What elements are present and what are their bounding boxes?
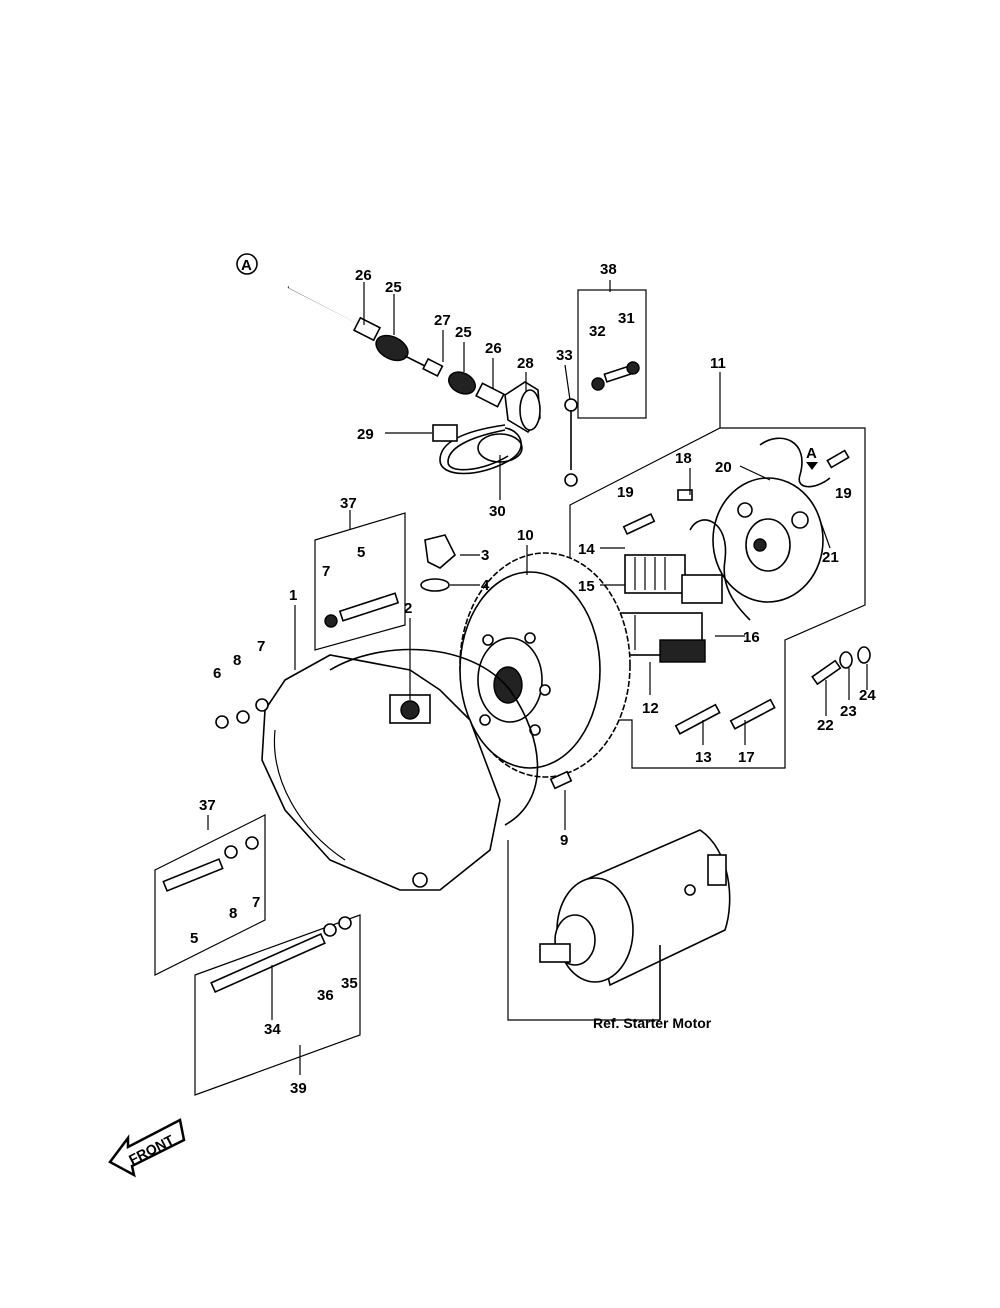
label-38: 38 — [600, 261, 617, 278]
label-9: 9 — [560, 832, 568, 849]
label-13: 13 — [695, 749, 712, 766]
label-18: 18 — [675, 450, 692, 467]
label-24: 24 — [859, 687, 876, 704]
label-33: 33 — [556, 347, 573, 364]
label-8: 8 — [229, 905, 237, 922]
label-7: 7 — [322, 563, 330, 580]
label-32: 32 — [589, 323, 606, 340]
label-15: 15 — [578, 578, 595, 595]
ref-starter-motor-caption: Ref. Starter Motor — [593, 1015, 712, 1031]
label-19: 19 — [835, 485, 852, 502]
stator-assembly-box — [569, 427, 871, 769]
label-34: 34 — [264, 1021, 281, 1038]
label-37: 37 — [199, 797, 216, 814]
label-5: 5 — [190, 930, 198, 947]
label-25: 25 — [385, 279, 402, 296]
label-8: 8 — [233, 652, 241, 669]
ref-a-text: A — [241, 257, 252, 274]
label-22: 22 — [817, 717, 834, 734]
bolt-washer-clamp-group — [564, 289, 647, 487]
generator-cover — [261, 534, 573, 891]
label-5: 5 — [357, 544, 365, 561]
label-11: 11 — [710, 355, 726, 372]
starter-motor — [507, 829, 731, 1021]
label-7: 7 — [257, 638, 265, 655]
label-4: 4 — [481, 577, 490, 594]
label-17: 17 — [738, 749, 755, 766]
label-36: 36 — [317, 987, 334, 1004]
label-39: 39 — [290, 1080, 307, 1097]
label-14: 14 — [578, 541, 595, 558]
label-21: 21 — [822, 549, 839, 566]
ref-marker-a-top: A — [236, 253, 258, 275]
label-26: 26 — [355, 267, 372, 284]
leader-lines — [207, 280, 868, 1075]
label-10: 10 — [517, 527, 534, 544]
rotor-flywheel — [459, 552, 631, 778]
label-3: 3 — [481, 547, 489, 564]
label-29: 29 — [357, 426, 374, 443]
label-25: 25 — [455, 324, 472, 341]
tachometer-cable-assembly — [287, 286, 541, 475]
label-28: 28 — [517, 355, 534, 372]
label-7: 7 — [252, 894, 260, 911]
label-26: 26 — [485, 340, 502, 357]
ref-a-text: A — [806, 445, 817, 462]
label-30: 30 — [489, 503, 506, 520]
label-23: 23 — [840, 703, 857, 720]
bolt-groups — [154, 512, 406, 1096]
label-6: 6 — [213, 665, 221, 682]
label-37: 37 — [340, 495, 357, 512]
label-35: 35 — [341, 975, 358, 992]
label-20: 20 — [715, 459, 732, 476]
label-12: 12 — [642, 700, 659, 717]
label-19: 19 — [617, 484, 634, 501]
ref-marker-a-right: A — [806, 445, 818, 470]
label-16: 16 — [743, 629, 760, 646]
label-2: 2 — [404, 600, 412, 617]
label-1: 1 — [289, 587, 297, 604]
label-31: 31 — [618, 310, 635, 327]
front-direction-arrow: FRONT — [108, 1118, 186, 1178]
part-labels: 26 25 27 25 26 28 29 30 33 32 31 38 11 1… — [190, 261, 876, 1097]
label-27: 27 — [434, 312, 451, 329]
